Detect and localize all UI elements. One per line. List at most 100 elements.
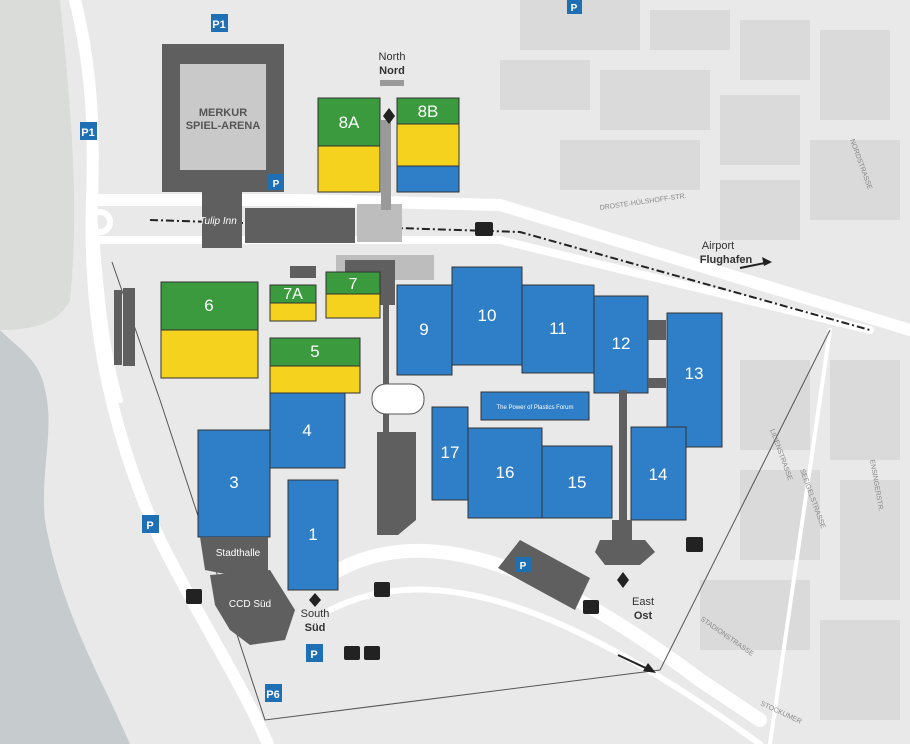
transit-icons [186,222,703,660]
hall-14[interactable] [630,426,687,521]
bus-east-2-icon [583,600,599,614]
parking-p1-top-icon[interactable] [211,14,228,32]
arena-label-line2: SPIEL-ARENA [186,120,261,132]
arena-inner [180,64,266,170]
bus-south-3-icon [364,646,380,660]
plastics-forum-label: The Power of Plastics Forum [496,405,573,411]
hall-6-green[interactable] [160,281,259,331]
parking-east-icon[interactable] [516,557,531,572]
hall-7-yellow[interactable] [325,293,381,319]
north-entrance-arrow-icon [383,108,395,124]
hall-7a-label: 7A [283,286,303,303]
hall-4[interactable] [269,392,346,469]
parking-top-label: P [571,3,578,14]
hall-16-label: 16 [496,463,515,482]
hall-6-label: 6 [204,296,213,315]
stadthalle-building[interactable] [200,537,268,580]
hall-15[interactable] [541,445,613,519]
parking-p1-top-label: P1 [212,19,225,31]
hall-15-label: 15 [568,473,587,492]
hall-5-label: 5 [310,342,319,361]
hall-6-yellow[interactable] [160,329,259,379]
hall-5-yellow[interactable] [269,365,361,394]
blue-halls [197,266,723,591]
parking-signs: P1 P P1 P P P P P6 [80,0,582,702]
hall-7a-yellow[interactable] [269,302,317,322]
east-entrance-arrow-icon [617,572,629,588]
arena-label-line1: MERKUR [199,107,247,119]
north-entrance-en: North [379,51,406,63]
east-entrance-de: Ost [634,610,653,622]
small-building [290,266,316,278]
hall-14-label: 14 [649,465,668,484]
east-road-arrow-icon [643,663,656,673]
hall-8a-yellow[interactable] [317,145,381,193]
parking-p1-left-icon[interactable] [80,122,97,140]
hall-1-label: 1 [308,525,317,544]
parking-south-label: P [310,649,317,661]
hall-4-label: 4 [302,421,311,440]
side-building-a [114,290,122,365]
hall-11-label: 11 [549,319,567,338]
parking-top-icon[interactable] [567,0,582,14]
parking-east-label: P [520,561,527,572]
hall-13[interactable] [666,312,723,448]
side-building-b [123,288,135,366]
parking-arena-label: P [273,179,280,190]
north-connector[interactable] [245,208,355,243]
bus-south-icon [374,582,390,597]
stadthalle-label: Stadthalle [216,548,261,559]
north-entrance-hall[interactable] [357,204,402,242]
ccd-sued-label: CCD Süd [229,599,271,610]
residential-area [500,0,900,720]
walkways [383,300,666,540]
hall-1[interactable] [287,479,339,591]
parking-left-label: P [146,520,153,532]
east-road-arrow-line [617,654,651,671]
airport-label-de: Flughafen [700,254,753,266]
hotel-label: Tulip Inn [199,216,237,227]
riverbank-area [0,0,75,330]
hall-7-label: 7 [349,276,358,293]
south-entrance-arrow-icon [309,593,321,607]
parking-left-icon[interactable] [142,515,159,533]
parking-p6-label: P6 [266,689,279,701]
north-walkway [381,120,391,210]
hall-11[interactable] [521,284,595,374]
north-entrance-de: Nord [379,65,405,77]
south-entrance-de: Süd [305,622,326,634]
airport-label-en: Airport [702,240,734,252]
hall-8b-label: 8B [418,102,439,121]
hotel-building[interactable] [202,190,242,248]
hall-13-label: 13 [685,364,704,383]
hall-8b-green[interactable] [396,97,460,125]
hall-3-label: 3 [229,473,238,492]
ccd-sued-building[interactable] [210,570,295,645]
hall-8a-label: 8A [339,113,360,132]
hall-12[interactable] [593,295,649,394]
hall-10[interactable] [451,266,523,366]
bus-south-2-icon [344,646,360,660]
hall-17[interactable] [431,406,469,501]
bus-west-icon [186,589,202,604]
airport-arrow-icon [762,257,772,266]
hall-12-label: 12 [612,334,631,353]
central-service-building[interactable] [377,432,416,535]
hall-5-green[interactable] [269,337,361,367]
hall-8a-green[interactable] [317,97,381,147]
fairground-boundary [111,261,831,721]
hall-8b-yellow[interactable] [396,123,460,167]
south-entrance-en: South [301,608,330,620]
parking-p6-icon[interactable] [265,684,282,702]
hall-17-label: 17 [441,443,460,462]
parking-south-icon[interactable] [306,644,323,662]
east-entrance-building[interactable] [595,540,655,565]
plastics-forum[interactable] [480,391,590,421]
parking-arena-icon[interactable] [268,174,284,190]
hall-9-label: 9 [419,320,428,339]
hall-10-label: 10 [478,306,497,325]
hall-8b-blue[interactable] [396,165,460,193]
hall-9[interactable] [396,284,453,376]
hall-3[interactable] [197,429,271,538]
